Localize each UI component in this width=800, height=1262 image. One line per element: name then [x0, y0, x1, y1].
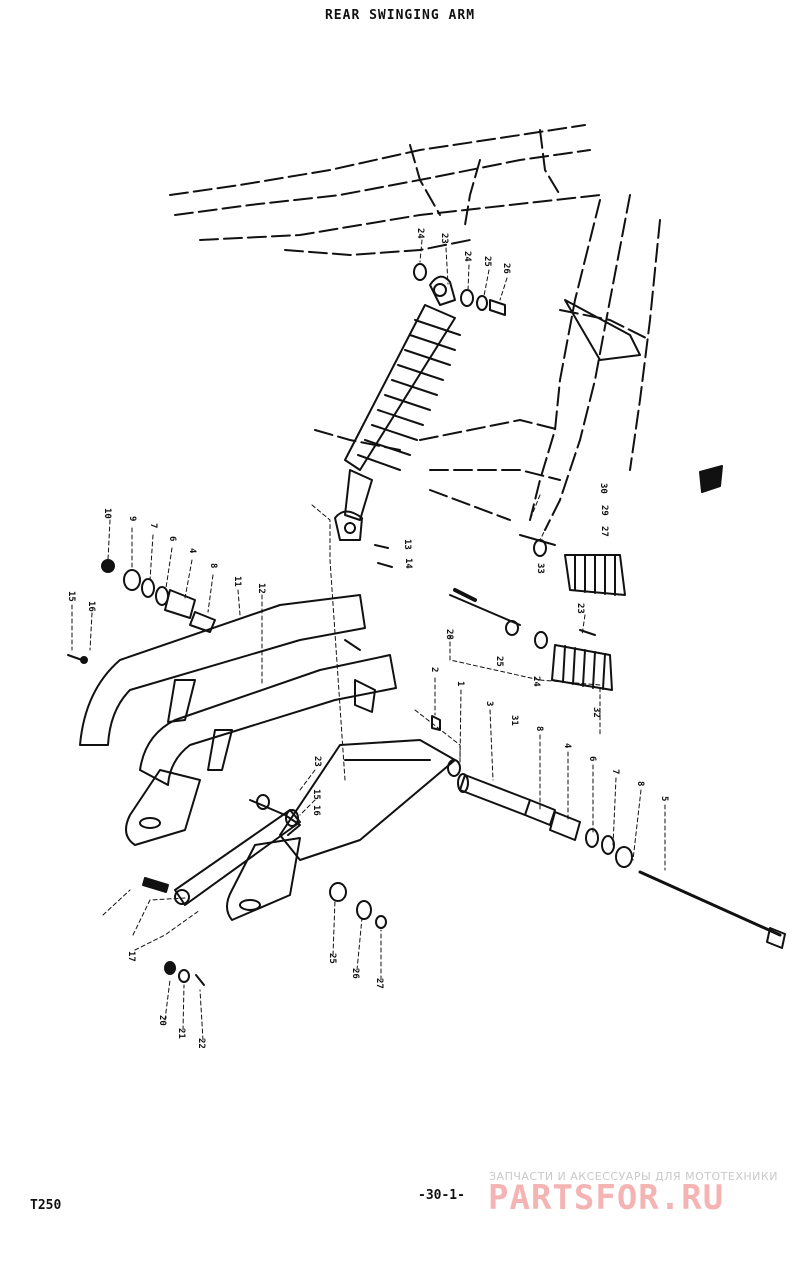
part-label: 1 [455, 681, 465, 686]
part-label: 13 [402, 539, 412, 550]
part-label: 25 [327, 953, 337, 964]
part-label: 25 [482, 256, 492, 267]
left-bushing-stack [67, 559, 216, 664]
part-label: 8 [635, 781, 645, 786]
page-title: REAR SWINGING ARM [324, 8, 476, 23]
frame-bracket [699, 465, 723, 493]
part-label: 15 [311, 789, 321, 800]
watermark-tagline: ЗАПЧАСТИ И АКСЕССУАРЫ ДЛЯ МОТОТЕХНИКИ [489, 1170, 778, 1183]
part-label: 15 [66, 591, 76, 602]
part-label: 8 [208, 563, 218, 568]
part-label: 28 [444, 629, 454, 640]
part-label: 6 [587, 756, 597, 761]
rear-shock-absorber [334, 275, 461, 541]
part-label: 6 [167, 536, 177, 541]
part-label: 17 [126, 951, 136, 962]
leader-lines [71, 239, 666, 1041]
part-label: 3 [484, 701, 494, 706]
part-label: 9 [127, 516, 137, 521]
page-number: -30-1- [418, 1188, 465, 1203]
part-label: 12 [256, 583, 266, 594]
part-label: 4 [187, 548, 197, 554]
part-label: 16 [311, 805, 321, 816]
part-label: 25 [494, 656, 504, 667]
part-label: 30 [598, 483, 608, 494]
frame-gusset [564, 299, 641, 361]
shock-top-washers [413, 263, 506, 316]
part-label: 20 [157, 1015, 167, 1026]
footrest-lower [449, 588, 613, 691]
part-label: 7 [148, 523, 158, 528]
part-label: 2 [429, 667, 439, 672]
swing-arm [79, 594, 456, 921]
pivot-shaft-assembly [447, 759, 786, 949]
part-label: 4 [562, 743, 572, 749]
lower-hardware [142, 544, 441, 986]
model-code: T250 [30, 1198, 62, 1213]
part-label: 33 [535, 563, 545, 574]
part-label: 27 [599, 526, 609, 537]
part-label: 26 [350, 968, 360, 979]
part-label: 23 [312, 756, 322, 767]
part-label: 31 [509, 715, 519, 726]
part-label: 10 [102, 508, 112, 519]
part-label: 7 [610, 769, 620, 774]
footrest-upper [519, 534, 626, 596]
part-label: 16 [86, 601, 96, 612]
torque-rod [174, 794, 301, 906]
part-label: 14 [403, 558, 413, 569]
part-label: 29 [599, 505, 609, 516]
part-label: 27 [374, 978, 384, 989]
part-label: 26 [501, 263, 511, 274]
part-label: 24 [531, 676, 541, 687]
part-label: 22 [196, 1038, 206, 1049]
part-label: 8 [534, 726, 544, 731]
watermark-logo: PARTSFOR.RU [488, 1178, 725, 1218]
part-label: 32 [591, 707, 601, 718]
part-label: 21 [176, 1028, 186, 1039]
part-label: 23 [439, 233, 449, 244]
frame [169, 124, 661, 531]
part-label: 5 [659, 796, 669, 801]
part-label: 23 [575, 603, 585, 614]
part-label: 11 [232, 576, 242, 587]
part-label: 24 [415, 228, 425, 239]
part-number-labels: 24 23 24 25 26 10 9 7 6 4 8 11 12 15 16 … [66, 228, 669, 1049]
part-label: 24 [462, 251, 472, 262]
